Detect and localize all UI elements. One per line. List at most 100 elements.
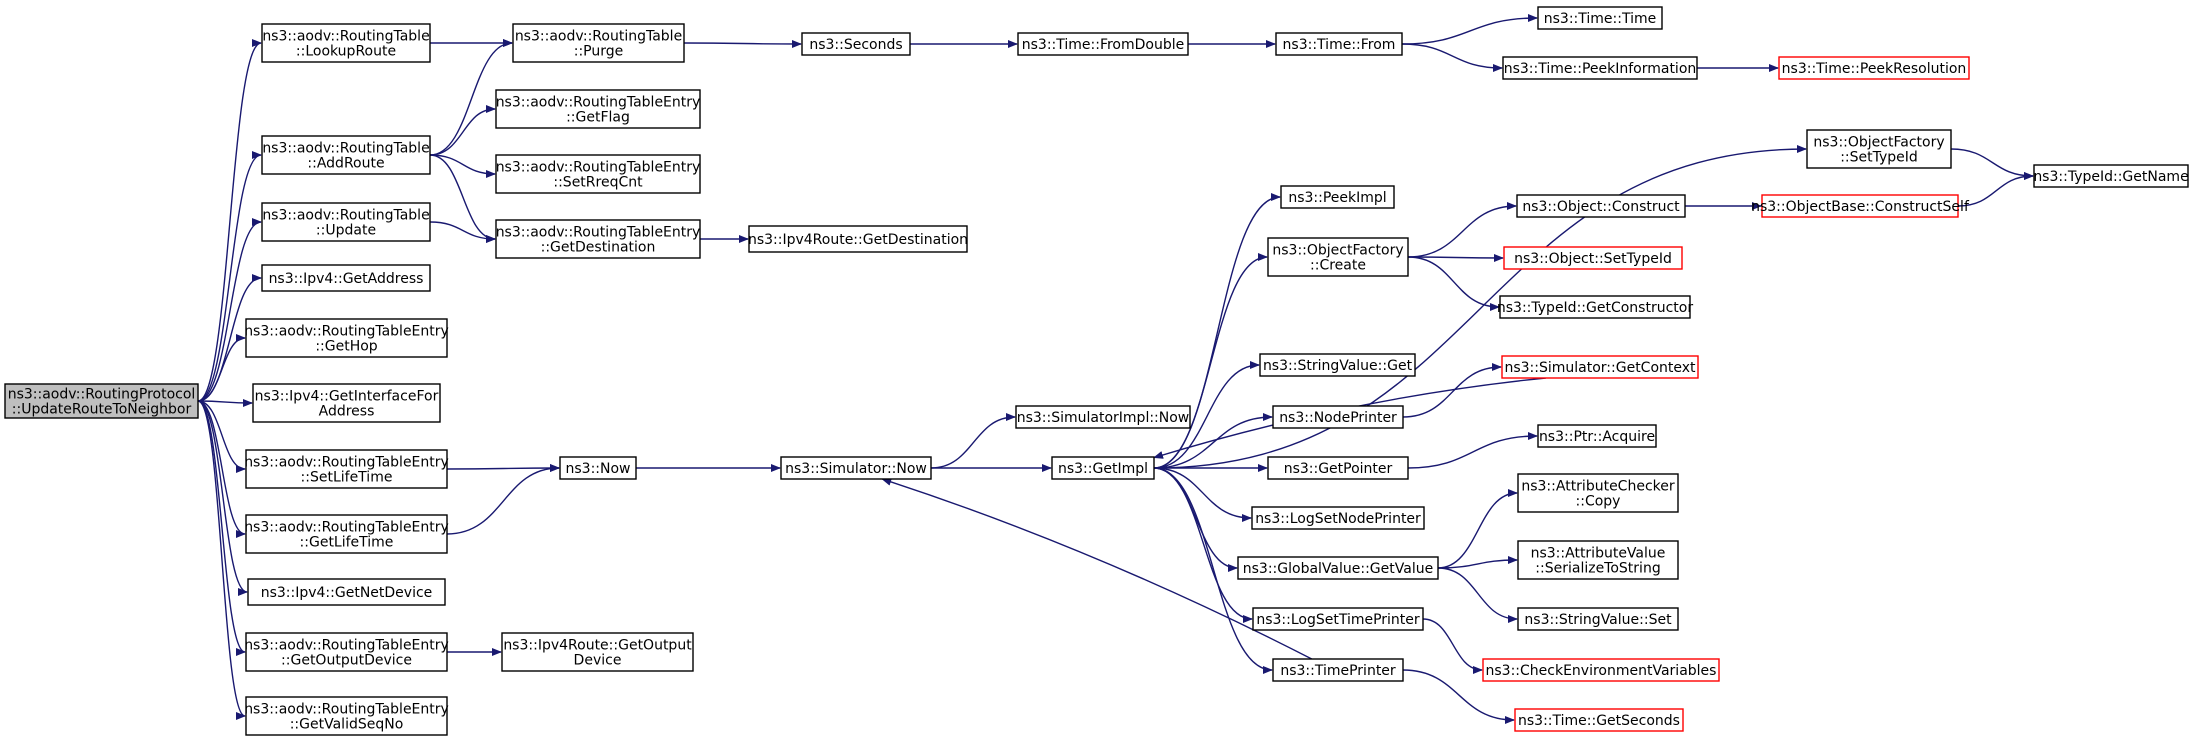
edge-line	[429, 154, 496, 178]
node-typeidgetname[interactable]: ns3::TypeId::GetName	[2033, 164, 2189, 188]
node-attrcheckercopy[interactable]: ns3::AttributeChecker::Copy	[1517, 473, 1679, 513]
node-checkenv[interactable]: ns3::CheckEnvironmentVariables	[1482, 658, 1720, 682]
node-ofsettypeid[interactable]: ns3::ObjectFactory::SetTypeId	[1806, 129, 1952, 169]
edge-line	[197, 400, 246, 473]
node-peekres[interactable]: ns3::Time::PeekResolution	[1778, 56, 1970, 80]
node-box	[1015, 405, 1191, 429]
node-box	[1806, 129, 1952, 169]
node-timetime[interactable]: ns3::Time::Time	[1537, 6, 1663, 30]
node-box	[495, 154, 701, 194]
node-ipv4route-getoutdev[interactable]: ns3::Ipv4Route::GetOutputDevice	[501, 632, 694, 672]
node-getvalidseqno[interactable]: ns3::aodv::RoutingTableEntry::GetValidSe…	[244, 696, 449, 736]
edge-line	[197, 218, 262, 402]
node-globalvalueget[interactable]: ns3::GlobalValue::GetValue	[1237, 556, 1439, 580]
edge-root-to-getlifetime	[197, 400, 246, 538]
edge-nodeprinter-to-simgetcontext	[1402, 363, 1502, 418]
node-lookuproute[interactable]: ns3::aodv::RoutingTable::LookupRoute	[261, 23, 431, 63]
node-getimpl[interactable]: ns3::GetImpl	[1051, 456, 1155, 480]
node-objbaseconstructself[interactable]: ns3::ObjectBase::ConstructSelf	[1751, 194, 1970, 218]
node-simimplnow[interactable]: ns3::SimulatorImpl::Now	[1015, 405, 1191, 429]
node-box	[748, 225, 968, 253]
node-nodeprinter[interactable]: ns3::NodePrinter	[1272, 405, 1404, 429]
edge-simnow-to-simimplnow	[930, 413, 1016, 469]
node-attrvalueser[interactable]: ns3::AttributeValue::SerializeToString	[1517, 540, 1679, 580]
node-root[interactable]: ns3::aodv::RoutingProtocol::UpdateRouteT…	[4, 383, 199, 419]
node-getdestination[interactable]: ns3::aodv::RoutingTableEntry::GetDestina…	[495, 219, 701, 259]
node-label: ns3::LogSetTimePrinter	[1256, 612, 1420, 628]
edge-globalvalueget-to-attrcheckercopy	[1437, 489, 1518, 569]
node-peekinfo[interactable]: ns3::Time::PeekInformation	[1502, 56, 1698, 80]
node-label: ns3::Ptr::Acquire	[1539, 429, 1655, 445]
node-getpointer[interactable]: ns3::GetPointer	[1267, 456, 1409, 480]
node-box	[245, 514, 448, 554]
node-timefrom[interactable]: ns3::Time::From	[1275, 32, 1403, 56]
node-label: ::SetTypeId	[1840, 150, 1918, 166]
node-box	[1761, 194, 1959, 218]
node-gethop[interactable]: ns3::aodv::RoutingTableEntry::GetHop	[244, 318, 449, 358]
node-stringvalueget[interactable]: ns3::StringValue::Get	[1259, 353, 1416, 377]
node-box	[1537, 424, 1657, 448]
node-label: ns3::Object::SetTypeId	[1514, 251, 1672, 267]
node-label: ns3::aodv::RoutingTableEntry	[244, 455, 449, 471]
node-label: ns3::GetImpl	[1058, 461, 1148, 477]
node-now[interactable]: ns3::Now	[559, 456, 637, 480]
node-label: ns3::PeekImpl	[1288, 190, 1386, 206]
node-label: ::GetValidSeqNo	[290, 717, 404, 733]
edge-setlifetime-to-now	[446, 464, 560, 473]
node-timegetseconds[interactable]: ns3::Time::GetSeconds	[1514, 708, 1684, 732]
edge-timeprinter-to-timegetseconds	[1402, 669, 1515, 724]
node-objsettypeid[interactable]: ns3::Object::SetTypeId	[1503, 246, 1683, 270]
node-getaddress[interactable]: ns3::Ipv4::GetAddress	[261, 264, 431, 292]
node-box	[1272, 658, 1404, 682]
node-box	[1051, 456, 1155, 480]
node-objconstruct[interactable]: ns3::Object::Construct	[1516, 194, 1686, 218]
node-box	[1778, 56, 1970, 80]
node-label: ns3::Time::FromDouble	[1022, 37, 1185, 53]
node-getnetdevice[interactable]: ns3::Ipv4::GetNetDevice	[247, 578, 446, 606]
edge-ofcreate-to-objconstruct	[1407, 202, 1517, 258]
node-getoutputdevice[interactable]: ns3::aodv::RoutingTableEntry::GetOutputD…	[244, 632, 449, 672]
edge-purge-to-seconds	[683, 39, 802, 48]
edge-line	[683, 39, 802, 48]
node-logsetnodeprinter[interactable]: ns3::LogSetNodePrinter	[1251, 506, 1425, 530]
node-box	[245, 696, 448, 736]
edge-line	[1153, 467, 1238, 572]
node-label: ns3::StringValue::Get	[1263, 358, 1413, 374]
edge-line	[1437, 489, 1518, 569]
edges-layer	[197, 14, 2034, 724]
node-label: ns3::aodv::RoutingTable	[262, 29, 429, 45]
node-simnow[interactable]: ns3::Simulator::Now	[780, 456, 932, 480]
node-stringvalueset[interactable]: ns3::StringValue::Set	[1517, 607, 1679, 631]
node-setrreqcnt[interactable]: ns3::aodv::RoutingTableEntry::SetRreqCnt	[495, 154, 701, 194]
node-box	[1514, 708, 1684, 732]
node-purge[interactable]: ns3::aodv::RoutingTable::Purge	[512, 23, 685, 63]
node-getlifetime[interactable]: ns3::aodv::RoutingTableEntry::GetLifeTim…	[244, 514, 449, 554]
node-ptracquire[interactable]: ns3::Ptr::Acquire	[1537, 424, 1657, 448]
edge-line	[197, 334, 246, 402]
node-box	[1482, 658, 1720, 682]
node-fromdouble[interactable]: ns3::Time::FromDouble	[1017, 32, 1189, 56]
node-addroute[interactable]: ns3::aodv::RoutingTable::AddRoute	[261, 135, 431, 175]
node-label: ns3::Ipv4::GetAddress	[269, 271, 424, 287]
node-box	[1517, 607, 1679, 631]
node-simgetcontext[interactable]: ns3::Simulator::GetContext	[1501, 355, 1699, 379]
edge-line	[1407, 432, 1538, 469]
node-ofcreate[interactable]: ns3::ObjectFactory::Create	[1267, 237, 1409, 277]
node-setlifetime[interactable]: ns3::aodv::RoutingTableEntry::SetLifeTim…	[244, 449, 449, 489]
edge-objbaseconstructself-to-typeidgetname	[1957, 172, 2034, 207]
node-typeidgetconstructor[interactable]: ns3::TypeId::GetConstructor	[1497, 295, 1693, 319]
node-timeprinter[interactable]: ns3::TimePrinter	[1272, 658, 1404, 682]
node-box	[2033, 164, 2189, 188]
node-label: ns3::CheckEnvironmentVariables	[1486, 663, 1717, 679]
node-label: ::SetRreqCnt	[553, 175, 643, 191]
node-update[interactable]: ns3::aodv::RoutingTable::Update	[261, 202, 431, 242]
node-box	[1251, 506, 1425, 530]
edge-addroute-to-getflag	[429, 105, 496, 156]
node-label: ns3::GlobalValue::GetValue	[1243, 561, 1433, 577]
node-getflag[interactable]: ns3::aodv::RoutingTableEntry::GetFlag	[495, 89, 701, 129]
node-seconds[interactable]: ns3::Seconds	[801, 32, 911, 56]
node-logsettimeprinter[interactable]: ns3::LogSetTimePrinter	[1252, 607, 1424, 631]
node-peekimpl[interactable]: ns3::PeekImpl	[1280, 185, 1395, 209]
node-ipv4route-getdest[interactable]: ns3::Ipv4Route::GetDestination	[748, 225, 968, 253]
